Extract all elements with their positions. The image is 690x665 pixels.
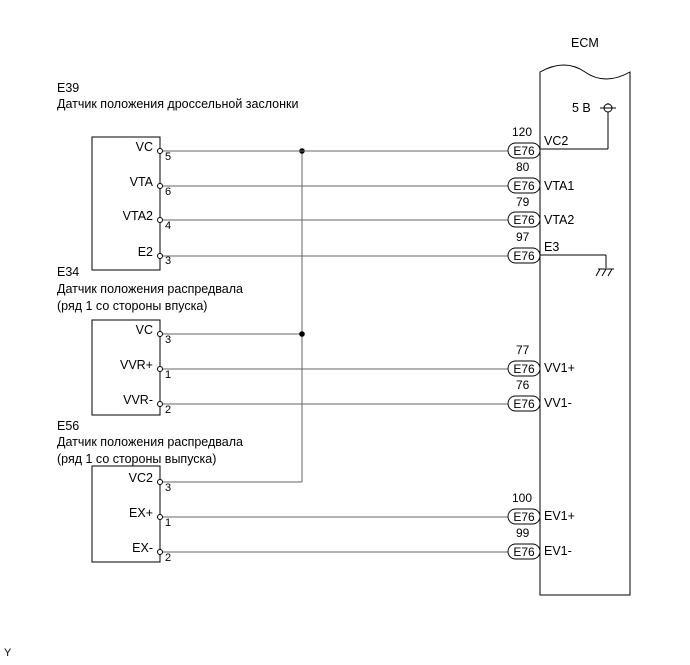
- svg-text:2: 2: [165, 552, 171, 564]
- ecm-pin-vv1-minus: 76 E76 VV1-: [507, 378, 572, 412]
- svg-text:E76: E76: [513, 213, 535, 227]
- svg-text:99: 99: [516, 526, 530, 540]
- svg-text:E76: E76: [513, 362, 535, 376]
- sensor-pin-vvr-plus: VVR+ 1: [120, 358, 171, 381]
- component-subtitle-e56: (ряд 1 со стороны выпуска): [57, 452, 216, 466]
- ecm-pin-vta2: 79 E76 VTA2: [507, 195, 574, 228]
- svg-text:100: 100: [512, 491, 532, 505]
- svg-text:VC2: VC2: [129, 471, 153, 485]
- svg-text:E76: E76: [513, 545, 535, 559]
- sensor-pin-vvr-minus: VVR- 2: [123, 393, 171, 416]
- svg-text:77: 77: [516, 343, 530, 357]
- svg-text:VV1-: VV1-: [544, 396, 572, 410]
- svg-text:VTA2: VTA2: [544, 213, 574, 227]
- svg-text:VTA: VTA: [130, 175, 154, 189]
- component-id-e56: E56: [57, 419, 79, 433]
- junction-dot: [299, 331, 305, 337]
- component-title-e56: Датчик положения распредвала: [57, 435, 243, 449]
- svg-text:1: 1: [165, 369, 171, 381]
- svg-text:E76: E76: [513, 144, 535, 158]
- svg-text:3: 3: [165, 255, 171, 267]
- svg-text:VVR-: VVR-: [123, 393, 153, 407]
- svg-text:80: 80: [516, 160, 530, 174]
- svg-text:VV1+: VV1+: [544, 361, 575, 375]
- sensor-box-e39: [91, 136, 161, 271]
- svg-text:VC: VC: [136, 140, 153, 154]
- svg-text:3: 3: [165, 334, 171, 346]
- sensor-pin-vc-e34: VC 3: [136, 323, 172, 346]
- ecm-pin-ev1-plus: 100 E76 EV1+: [507, 491, 575, 525]
- ecm-pin-vc2: 120 E76 VC2: [507, 125, 568, 159]
- svg-text:VC: VC: [136, 323, 153, 337]
- component-id-e34: E34: [57, 265, 79, 279]
- svg-text:79: 79: [516, 195, 530, 209]
- svg-text:2: 2: [165, 404, 171, 416]
- svg-text:VTA2: VTA2: [123, 209, 153, 223]
- sensor-pin-vta: VTA 6: [130, 175, 172, 198]
- sensor-pin-vc2-e56: VC2 3: [129, 471, 171, 494]
- svg-text:E76: E76: [513, 397, 535, 411]
- svg-text:E2: E2: [138, 245, 153, 259]
- ground-icon: [540, 254, 614, 277]
- ecm-pin-ev1-minus: 99 E76 EV1-: [507, 526, 572, 560]
- supply-voltage-label: 5 В: [572, 101, 591, 115]
- svg-text:E3: E3: [544, 240, 559, 254]
- sensor-pin-ex-minus: EX- 2: [132, 541, 171, 564]
- svg-text:5: 5: [165, 151, 171, 163]
- ecm-block: [539, 64, 631, 596]
- ecm-pin-e3: 97 E76 E3: [507, 230, 559, 264]
- svg-text:EX+: EX+: [129, 506, 153, 520]
- svg-text:E76: E76: [513, 510, 535, 524]
- svg-text:VVR+: VVR+: [120, 358, 153, 372]
- component-subtitle-e34: (ряд 1 со стороны впуска): [57, 299, 207, 313]
- svg-text:VTA1: VTA1: [544, 179, 574, 193]
- sensor-pin-vc-e39: VC 5: [136, 140, 172, 163]
- sensor-pin-vta2: VTA2 4: [123, 209, 171, 232]
- sensor-box-e34: [91, 319, 161, 416]
- svg-text:VC2: VC2: [544, 134, 568, 148]
- svg-text:120: 120: [512, 125, 532, 139]
- sensor-pin-ex-plus: EX+ 1: [129, 506, 171, 529]
- footer-mark: Y: [4, 647, 12, 659]
- svg-text:3: 3: [165, 482, 171, 494]
- component-id-e39: E39: [57, 81, 79, 95]
- component-title-e34: Датчик положения распредвала: [57, 282, 243, 296]
- svg-text:EV1-: EV1-: [544, 544, 572, 558]
- svg-text:6: 6: [165, 186, 171, 198]
- ecm-label: ECM: [571, 36, 599, 50]
- svg-text:97: 97: [516, 230, 530, 244]
- svg-text:EV1+: EV1+: [544, 509, 575, 523]
- supply-source-icon: [600, 103, 616, 149]
- svg-text:4: 4: [165, 220, 171, 232]
- svg-text:E76: E76: [513, 249, 535, 263]
- svg-text:E76: E76: [513, 179, 535, 193]
- svg-text:1: 1: [165, 517, 171, 529]
- ecm-pin-vta1: 80 E76 VTA1: [507, 160, 574, 194]
- svg-text:76: 76: [516, 378, 530, 392]
- component-title-e39: Датчик положения дроссельной заслонки: [57, 97, 298, 111]
- sensor-pin-e2: E2 3: [138, 245, 171, 267]
- svg-text:EX-: EX-: [132, 541, 153, 555]
- sensor-box-e56: [91, 465, 161, 563]
- ecm-pin-vv1-plus: 77 E76 VV1+: [507, 343, 575, 377]
